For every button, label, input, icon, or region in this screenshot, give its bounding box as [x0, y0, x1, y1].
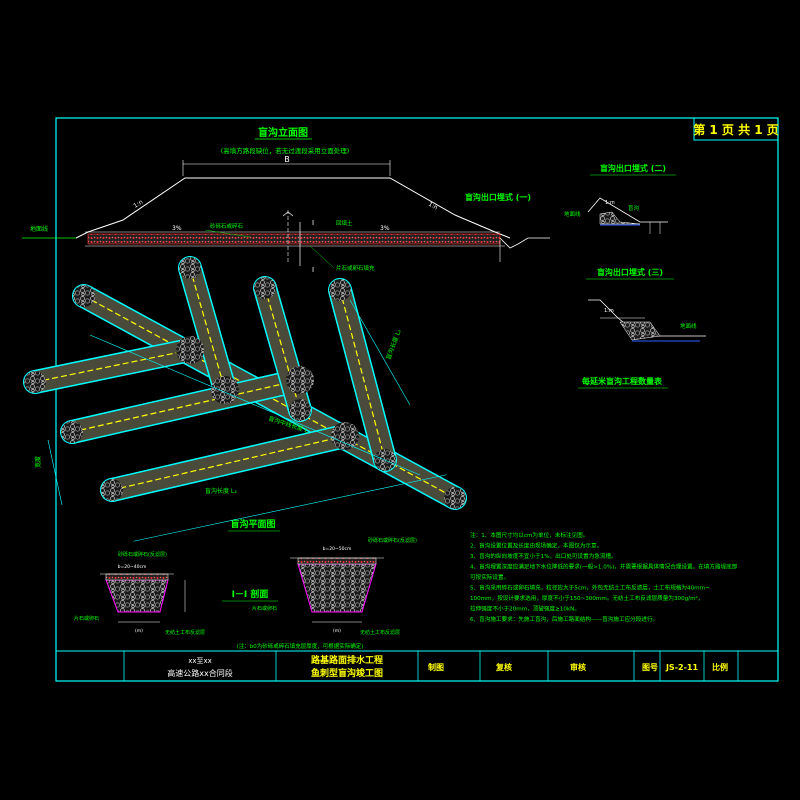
section-title: I－I 剖面 — [232, 588, 269, 600]
project-bottom: 高速公路xx合同段 — [167, 668, 232, 678]
plan-label-bottom: 盲沟长度 L₃ — [205, 487, 237, 495]
review-label: 审核 — [570, 662, 586, 672]
slope-pct-right: 3% — [380, 225, 390, 232]
section-right-label-1: 砂砾石或碎石(反滤层) — [368, 537, 417, 544]
note-line: 3、盲沟的纵向坡度不宜小于1%，出口处可设置为急流槽。 — [470, 552, 617, 560]
section-right-label-2: 片石或卵石 — [252, 605, 277, 612]
section-left-label-3: 无纺土工布反滤层 — [165, 629, 205, 636]
note-line: 拉伸强度不小于20mm，顶破强度≥10kN。 — [470, 605, 580, 613]
outlet-2-title: 盲沟出口埋式 (二) — [600, 163, 666, 173]
check-label: 复核 — [495, 662, 512, 672]
project-top: xx至xx — [188, 657, 212, 665]
note-line: 4、盲沟埋置深度应满足地下水位降低的要求(一般>1.0%)，并需要根据具体情况合… — [470, 563, 738, 571]
section-left-label-1: 砂砾石或碎石(反滤层) — [118, 551, 167, 558]
drawing-title-1: 路基路面排水工程 — [311, 654, 383, 666]
width-label: B — [284, 155, 290, 164]
junction-gravel — [176, 336, 204, 364]
junction-gravel — [211, 376, 239, 404]
drain-gravel-layer — [87, 233, 501, 245]
slope-label-right: 1:n — [427, 201, 439, 212]
note-line: 可按实际设置。 — [470, 573, 509, 581]
slope-label-left: 1:n — [132, 199, 144, 210]
sheet-border — [55, 117, 779, 682]
section-right-trench — [297, 563, 377, 613]
outlet-3-label-a: 地面线 — [680, 322, 697, 330]
scale-label: 比例 — [712, 662, 728, 672]
notes-block: 注：1、本图尺寸均以cm为单位，未标注见图。 2、盲沟设置位置及长度由现场确定，本… — [470, 531, 738, 623]
junction-gravel — [286, 366, 314, 394]
note-line: 6、盲沟施工要求：先施工盲沟，后施工路面结构——盲沟施工应分段进行。 — [470, 615, 658, 623]
plan-label-right: 盲沟长度 L₂ — [384, 328, 403, 361]
elevation-title: 盲沟立面图 — [258, 126, 308, 139]
section-right-dim: (m) — [333, 628, 341, 634]
outlet-3-slope: 1:m — [604, 308, 614, 314]
outlet-type-3: 盲沟出口埋式 (三) 1:m 地面线 — [586, 267, 706, 342]
section-left-width: b=20~40cm — [118, 564, 147, 570]
sand-layer-label: 砂砾石或碎石 — [210, 222, 244, 230]
section-mark-bottom: I — [312, 266, 314, 274]
sheet-no: JS-2-11 — [665, 663, 699, 672]
elevation-view: 盲沟立面图 (高填方路段缺位，若无过渡段采用立面处理) B 1:n 1:n 3%… — [22, 126, 550, 274]
page-indicator-box — [693, 117, 779, 141]
embankment-outline — [75, 177, 511, 239]
gravel-fill-label: 片石或卵石填充 — [336, 264, 375, 272]
drawing-title-2: 鱼刺型盲沟竣工图 — [311, 667, 383, 679]
outlet-2-label-b: 盲沟 — [628, 204, 640, 212]
section-right-label-3: 无纺土工布反滤层 — [360, 629, 400, 636]
branch-left-3 — [100, 424, 357, 502]
backfill-label: 回填土 — [336, 219, 353, 227]
page-indicator: 第 1 页 共 1 页 — [693, 122, 779, 137]
junction-gravel — [331, 422, 359, 450]
note-line: 注：1、本图尺寸均以cm为单位，未标注见图。 — [470, 531, 588, 539]
section-note-line: (注：b0为砂砾或碎石填充层厚度，可根据实际确定) — [237, 642, 364, 650]
note-line: 2、盲沟设置位置及长度由现场确定，本图仅为示意。 — [470, 542, 602, 550]
elevation-subtitle: (高填方路段缺位，若无过渡段采用立面处理) — [221, 146, 350, 155]
plan-title: 盲沟平面图 — [230, 518, 275, 530]
section-right-width: b=20~50cm — [323, 546, 352, 552]
section-mark-top: I — [312, 219, 314, 227]
note-line: 100mm，按设计要求选用，厚度不小于150~300mm。无纺土工布反滤层质量为… — [470, 594, 703, 602]
note-line: 5、盲沟采用碎石或卵石填充，粒径应大于5cm，外包无纺土工布反滤层，土工布规格为… — [470, 584, 710, 592]
slope-pct-left: 3% — [172, 225, 182, 232]
plan-view-fishbone: 盲沟平面图 盲沟中线长度 L 盲沟长度 L₂ 宽度 盲沟长度 L₃ — [23, 256, 467, 542]
section-view: I－I 剖面 砂砾石或碎石(反滤层) 片石或卵石 无纺土工布反滤层 b=20~4… — [74, 537, 417, 650]
branch-left-1 — [23, 338, 202, 394]
outlet-3-title: 盲沟出口埋式 (三) — [597, 267, 663, 277]
quantity-table-title: 每延米盲沟工程数量表 — [582, 376, 663, 386]
plan-label-left: 宽度 — [34, 456, 42, 468]
title-block: xx至xx 高速公路xx合同段 路基路面排水工程 鱼刺型盲沟竣工图 制图 复核 … — [56, 650, 778, 681]
ground-line-label: 地面线 — [30, 225, 48, 233]
section-left-dim: (m) — [135, 628, 143, 634]
drawn-label: 制图 — [428, 662, 444, 672]
section-left-trench — [105, 579, 169, 613]
sheet-no-label: 图号 — [642, 663, 658, 672]
outlet-type-2: 盲沟出口埋式 (二) 1:m 地面线 盲沟 — [564, 163, 676, 234]
outlet-2-label-a: 地面线 — [564, 210, 581, 218]
outlet-1-label: 盲沟出口埋式 (一) — [465, 192, 531, 202]
outlet-2-slope: 1:m — [605, 200, 615, 206]
section-left-label-2: 片石或卵石 — [74, 615, 99, 622]
